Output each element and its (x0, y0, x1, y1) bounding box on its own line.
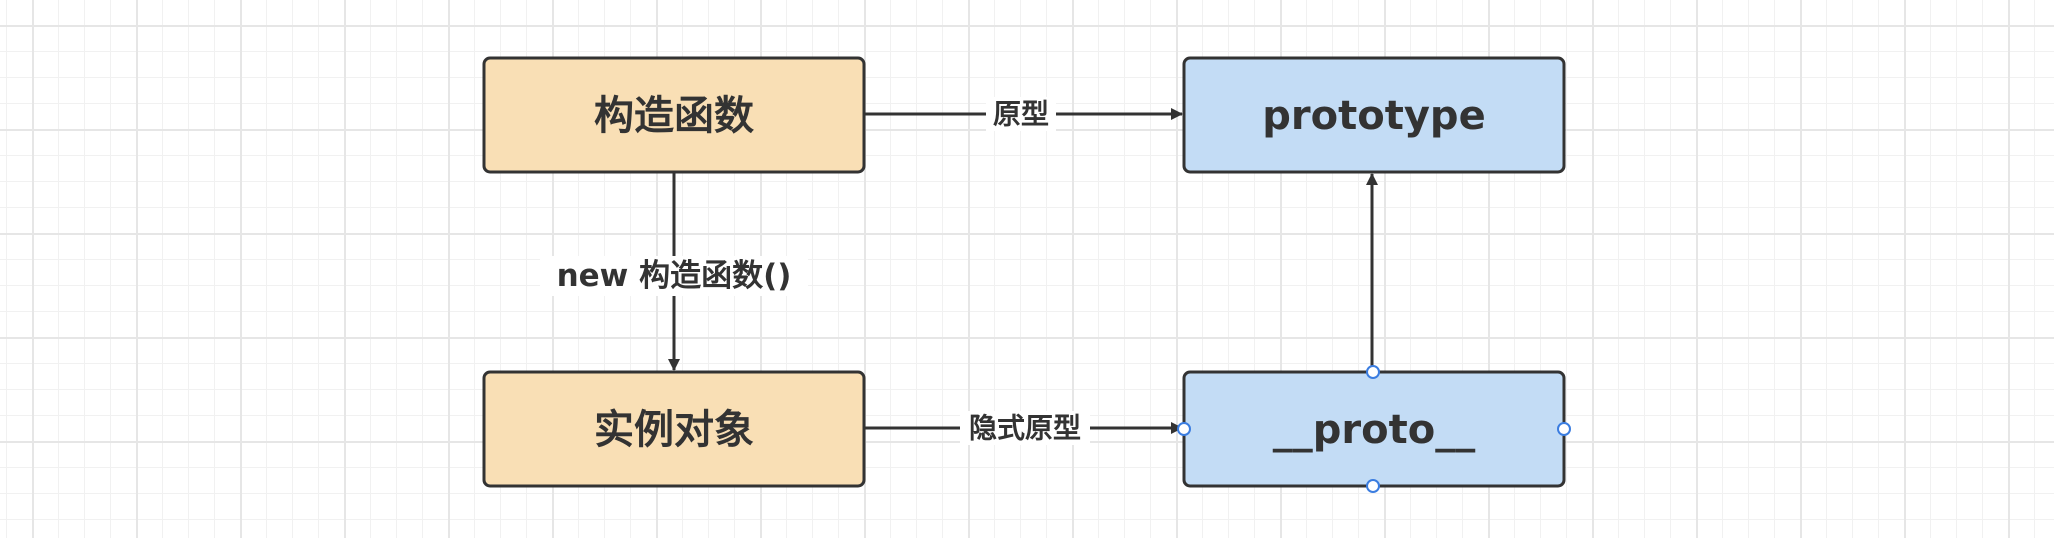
edge-label: 原型 (993, 98, 1049, 131)
selection-handle-right[interactable] (1557, 422, 1571, 436)
edge-label-bg (986, 97, 1056, 131)
node-box (482, 370, 866, 488)
edge-instance-to-proto[interactable]: 隐式原型 (865, 411, 1183, 445)
node-label: __proto__ (1273, 407, 1475, 453)
node-label: 构造函数 (594, 93, 754, 139)
node-box (1182, 56, 1566, 174)
edge-constructor-to-prototype[interactable]: 原型 (865, 97, 1183, 131)
node-constructor[interactable]: 构造函数 (482, 56, 866, 174)
node-box (482, 56, 866, 174)
node-label: 实例对象 (594, 407, 754, 453)
edge-label: new 构造函数() (557, 258, 792, 294)
edge-label-bg (540, 256, 808, 296)
edge-constructor-to-instance[interactable]: new 构造函数() (540, 172, 808, 371)
selection-handle-top[interactable] (1366, 365, 1380, 379)
node-instance[interactable]: 实例对象 (482, 370, 866, 488)
edge-label-bg (960, 411, 1090, 445)
node-prototype[interactable]: prototype (1182, 56, 1566, 174)
node-proto[interactable]: __proto__ (1177, 365, 1571, 493)
selection-handle-left[interactable] (1177, 422, 1191, 436)
node-label: prototype (1262, 93, 1485, 139)
selection-handle-bottom[interactable] (1366, 479, 1380, 493)
edge-label: 隐式原型 (969, 412, 1081, 445)
